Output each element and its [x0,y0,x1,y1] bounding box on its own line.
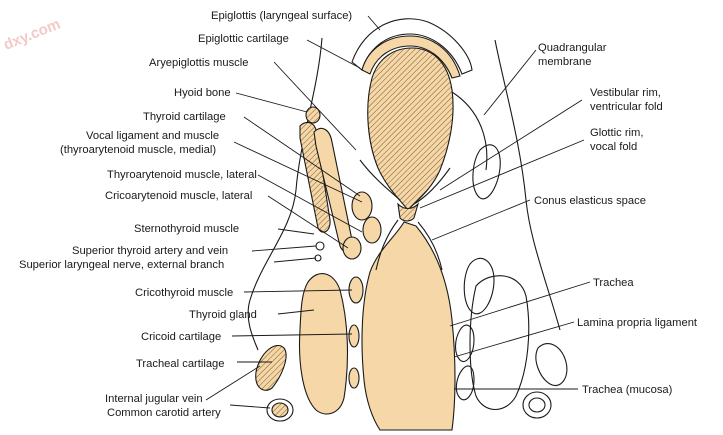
leader-sup-laryngeal-nerve [274,258,316,262]
leader-conus-elasticus [432,200,530,240]
label-internal-jugular: Internal jugular vein [105,393,203,405]
label-lamina-propria: Lamina propria ligament [577,317,698,329]
label-common-carotid: Common carotid artery [107,407,221,419]
vestibule-mass [368,48,453,210]
watermark-text: dxy.com [1,16,63,54]
label-quadrangular-2: membrane [538,56,591,68]
label-thyroid-gland: Thyroid gland [189,309,257,321]
vocal-muscle-bundle [352,192,372,220]
label-vestibular-1: Vestibular rim, [590,87,661,99]
label-vocal-ligament-1: Vocal ligament and muscle [86,130,219,142]
cricothyroid-bundle-2 [349,325,359,347]
label-cricoarytenoid-lateral: Cricoarytenoid muscle, lateral [105,190,252,202]
label-glottic-1: Glottic rim, [590,127,643,139]
label-vocal-ligament-2: (thyroarytenoid muscle, medial) [60,144,216,156]
label-cricothyroid: Cricothyroid muscle [135,287,233,299]
right-middle-ring [464,258,494,313]
tracheal-cartilage-shape [256,345,286,390]
right-jugular [536,344,567,386]
label-trachea: Trachea [593,277,634,289]
cricoarytenoid-bundle [363,217,381,243]
anatomy-drawing [248,19,567,430]
lateral-bundle [343,237,361,259]
label-sup-laryngeal-nerve: Superior laryngeal nerve, external branc… [19,259,224,271]
leader-internal-jugular-2 [230,405,270,408]
cricothyroid-bundle-3 [349,368,359,388]
trachea-column [362,222,455,430]
label-quadrangular-1: Quadrangular [538,42,607,54]
right-carotid-inner [529,398,545,412]
label-trachea-mucosa: Trachea (mucosa) [582,384,673,396]
label-glottic-2: vocal fold [590,141,637,153]
label-aryepiglottis-muscle: Aryepiglottis muscle [149,57,248,69]
leader-lamina-propria [454,322,574,357]
label-conus-elasticus: Conus elasticus space [534,195,646,207]
label-tracheal-cartilage: Tracheal cartilage [136,358,225,370]
label-thyroarytenoid-lateral: Thyroarytenoid muscle, lateral [107,169,257,181]
label-epiglottis-laryngeal: Epiglottis (laryngeal surface) [211,10,352,22]
sup-thyroid-artery-shape [316,242,324,250]
label-sup-thyroid-artery: Superior thyroid artery and vein [72,245,228,257]
leader-trachea [450,282,590,326]
leader-internal-jugular-1 [206,366,260,400]
quadrangular-membrane-line [452,92,487,170]
leader-epiglottic-cartilage [307,40,360,68]
leader-sup-thyroid-artery [252,246,316,251]
label-sternothyroid: Sternothyroid muscle [134,223,239,235]
leader-hyoid [236,93,307,112]
thyroid-gland-shape [300,274,348,414]
label-hyoid-bone: Hyoid bone [174,87,231,99]
label-epiglottic-cartilage: Epiglottic cartilage [198,33,289,45]
leader-epiglottis [368,16,380,30]
label-cricoid-cartilage: Cricoid cartilage [141,331,221,343]
internal-jugular-shape [272,403,288,417]
label-thyroid-cartilage: Thyroid cartilage [143,111,226,123]
label-vestibular-2: ventricular fold [590,101,663,113]
right-carotid-outer [523,392,551,418]
right-neck-contour [495,40,560,330]
